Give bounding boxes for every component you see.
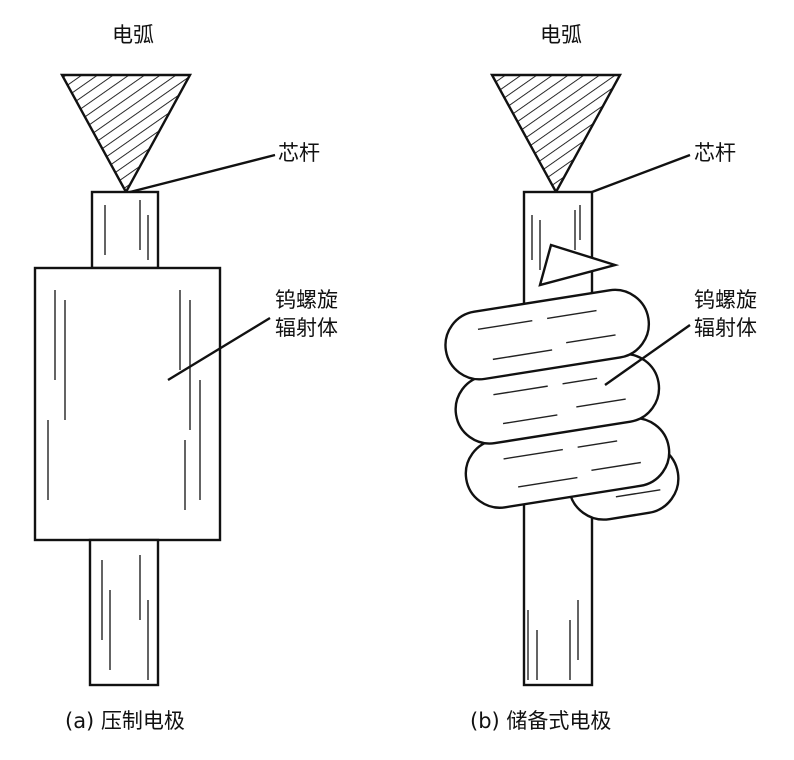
radiator-leader xyxy=(167,316,271,382)
radiator-label-line2: 辐射体 xyxy=(694,316,757,340)
rod-texture xyxy=(527,205,581,680)
radiator-label-line1: 钨螺旋 xyxy=(694,288,757,312)
arc-label: 电弧 xyxy=(540,23,582,47)
core-rod-upper xyxy=(90,190,160,270)
arc-cone xyxy=(59,73,193,195)
rod-texture xyxy=(104,200,149,260)
arc-cone xyxy=(489,73,623,195)
core-rod-label: 芯杆 xyxy=(694,141,736,165)
radiator-leader xyxy=(604,324,691,386)
core-rod-label: 芯杆 xyxy=(278,141,320,165)
block-texture xyxy=(47,290,201,510)
core-rod-leader xyxy=(591,153,691,194)
reservoir-electrode: 电弧 芯杆 钨螺旋 辐射体 (b) 储备式电极 xyxy=(444,23,757,733)
caption-a: (a) 压制电极 xyxy=(65,709,185,733)
coil-turn-1 xyxy=(444,288,651,381)
radiator-label-line1: 钨螺旋 xyxy=(275,288,338,312)
pressed-radiator-block xyxy=(33,266,222,542)
arc-label: 电弧 xyxy=(112,23,154,47)
radiator-label-line2: 辐射体 xyxy=(275,316,338,340)
rod-texture xyxy=(101,555,149,680)
core-rod-leader xyxy=(129,153,276,194)
pressed-electrode: 电弧 芯杆 钨螺旋 辐射体 (a) 压制电极 xyxy=(33,23,338,733)
coil-end-top xyxy=(538,243,620,287)
tungsten-coil xyxy=(444,288,680,521)
caption-b: (b) 储备式电极 xyxy=(470,709,611,733)
